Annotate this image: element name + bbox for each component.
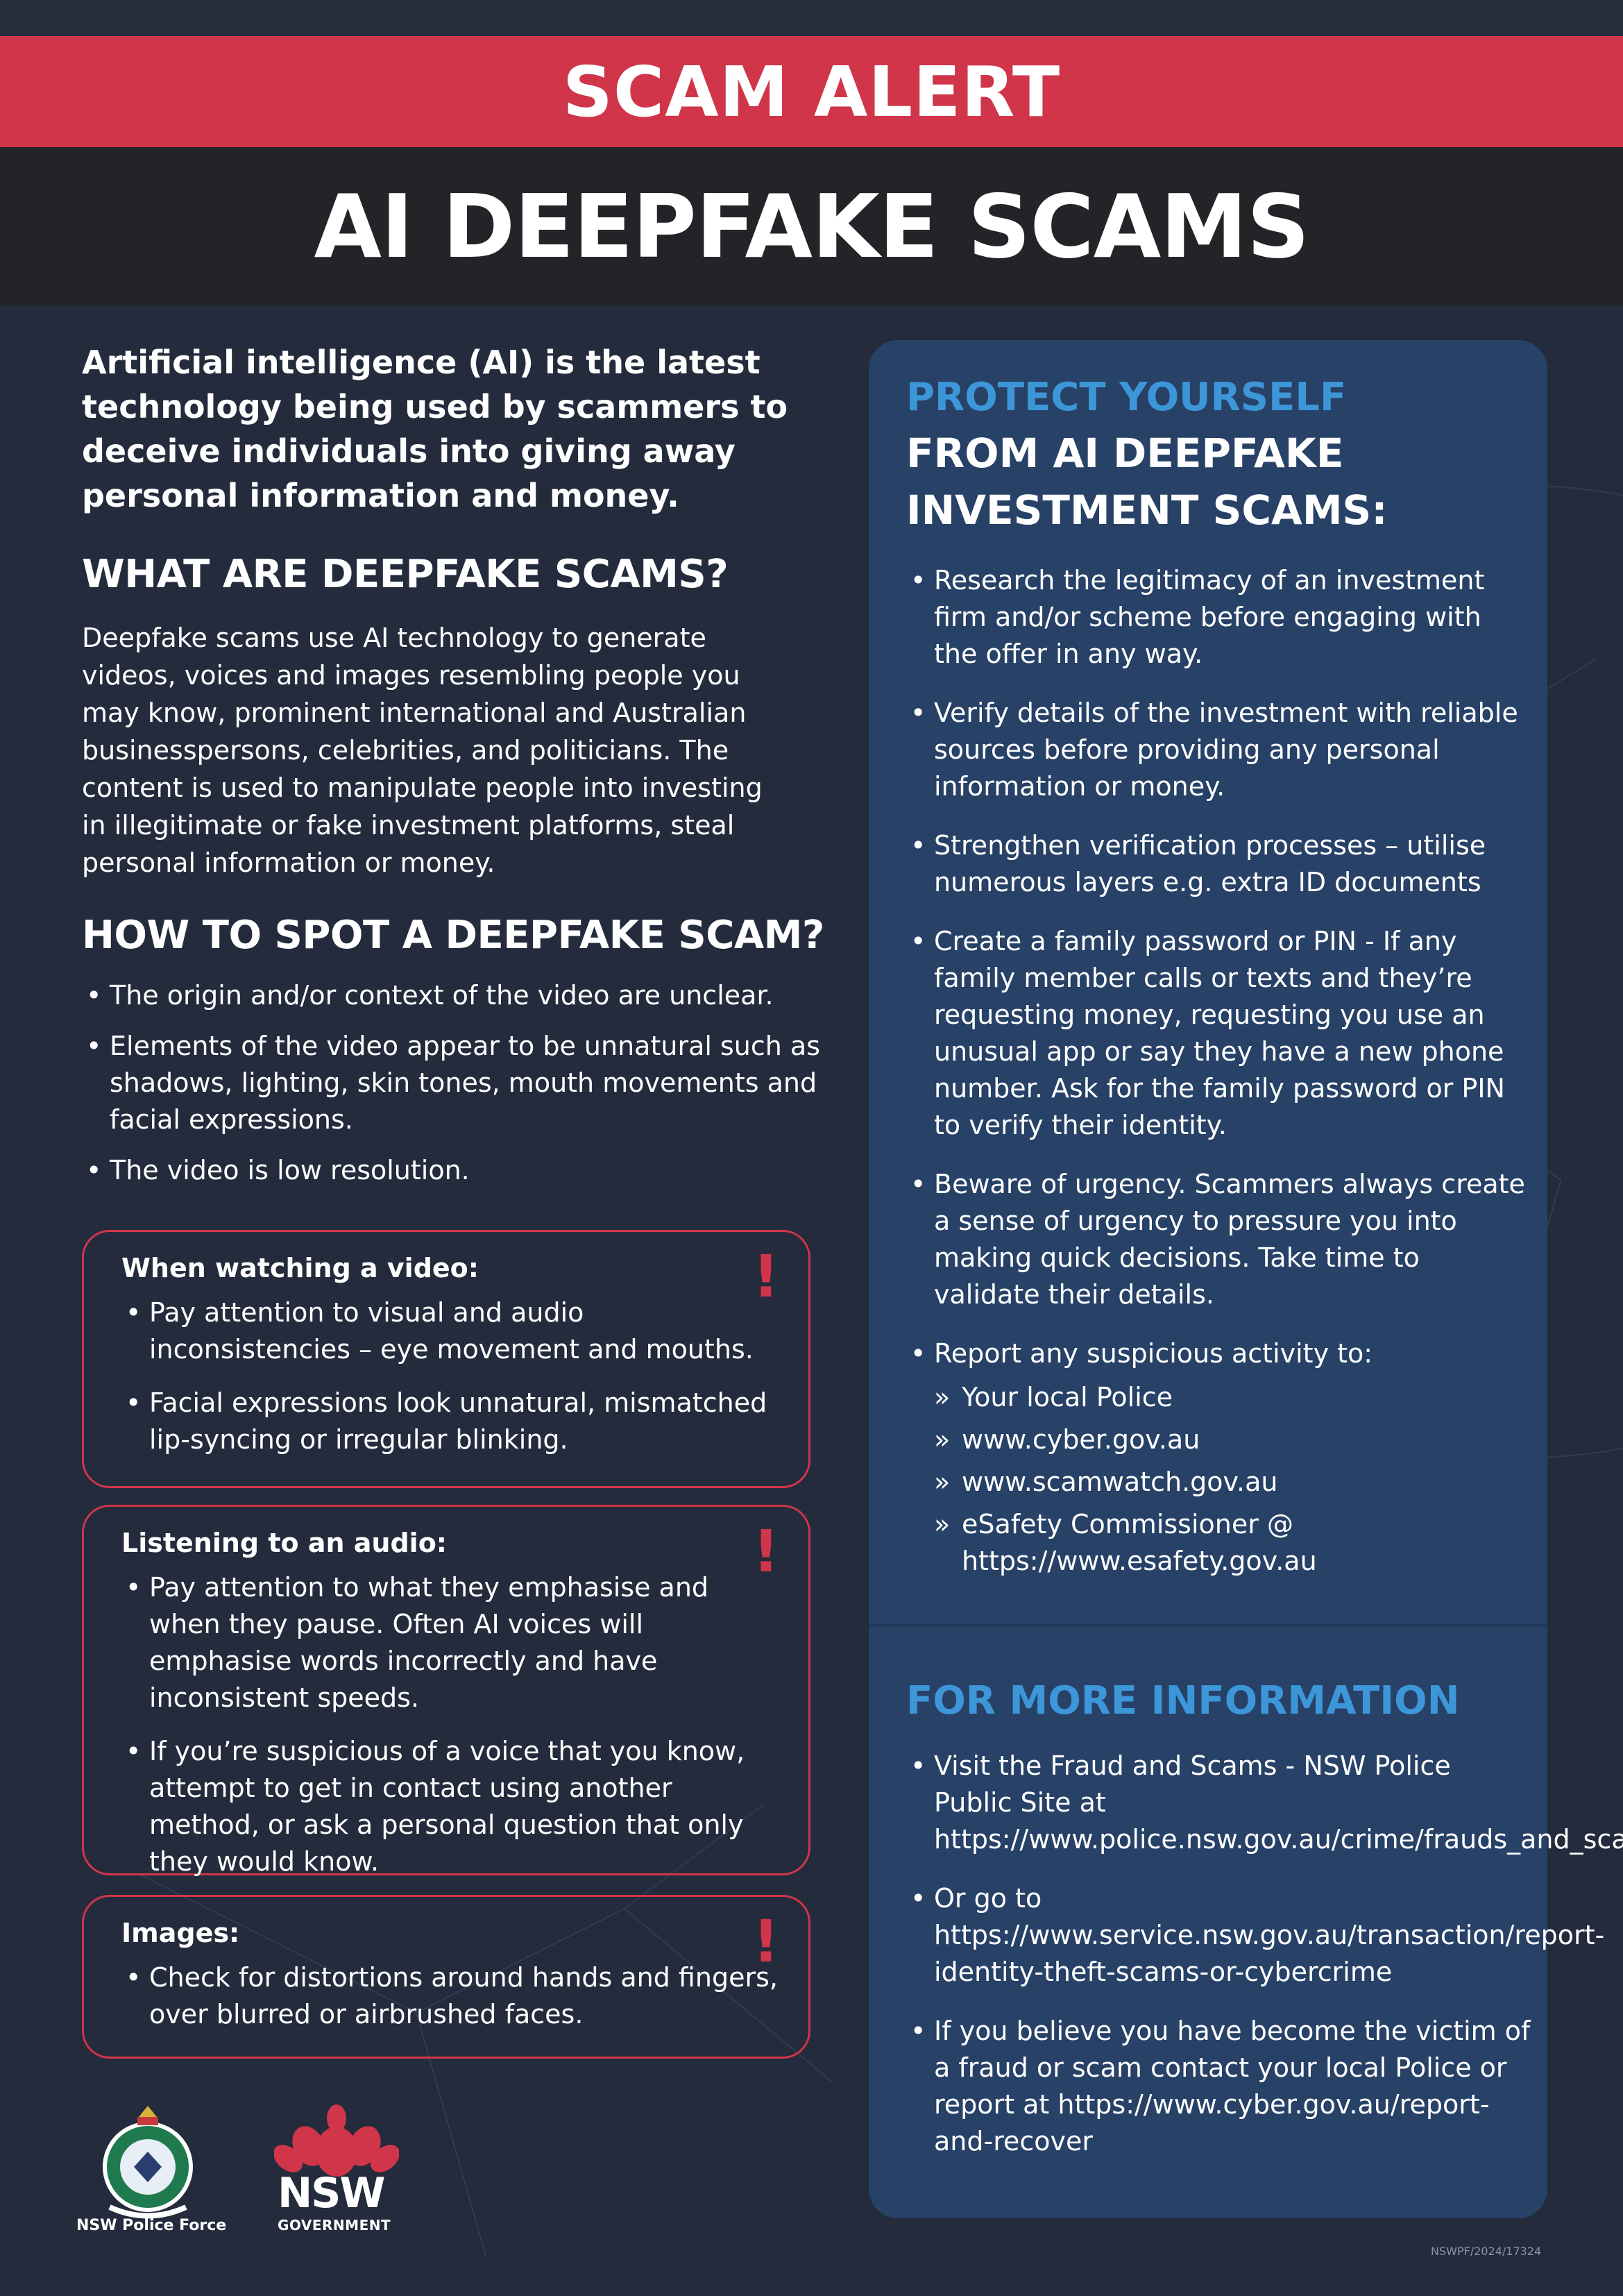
- images-alert-title: Images:: [121, 1918, 240, 1948]
- nsw-logo-text: NSW: [278, 2169, 386, 2218]
- list-item: Pay attention to what they emphasise and…: [121, 1569, 788, 1716]
- page-title: AI DEEPFAKE SCAMS: [314, 175, 1310, 278]
- report-list: Your local Police www.cyber.gov.au www.s…: [934, 1379, 1531, 1580]
- list-item: Check for distortions around hands and f…: [121, 1959, 788, 2033]
- nsw-police-badge-icon: [103, 2106, 193, 2219]
- more-info-list: Visit the Fraud and Scams - NSW Police P…: [906, 1748, 1623, 2182]
- waratah-flower-icon: [274, 2104, 399, 2177]
- what-body: Deepfake scams use AI technology to gene…: [82, 623, 763, 878]
- list-item: Beware of urgency. Scammers always creat…: [906, 1166, 1531, 1313]
- report-local-police: Your local Police: [934, 1379, 1531, 1416]
- list-item: The origin and/or context of the video a…: [82, 977, 831, 1014]
- scam-alert-banner: SCAM ALERT: [0, 36, 1623, 147]
- police-logo-label: NSW Police Force: [76, 2217, 227, 2234]
- protect-list: Research the legitimacy of an investment…: [906, 562, 1531, 1602]
- panel-divider: [869, 1624, 1547, 1627]
- document-code: NSWPF/2024/17324: [1431, 2245, 1542, 2258]
- report-link-cyber[interactable]: www.cyber.gov.au: [934, 1421, 1531, 1458]
- what-heading: WHAT ARE DEEPFAKE SCAMS?: [82, 552, 729, 597]
- more-info-link-police[interactable]: Visit the Fraud and Scams - NSW Police P…: [906, 1748, 1623, 1858]
- scam-alert-label: SCAM ALERT: [562, 51, 1061, 133]
- audio-alert-title: Listening to an audio:: [121, 1528, 448, 1558]
- intro-text: Artificial intelligence (AI) is the late…: [82, 344, 788, 514]
- more-info-link-service[interactable]: Or go to https://www.service.nsw.gov.au/…: [906, 1880, 1604, 1991]
- top-strip: [0, 0, 1623, 36]
- spot-list: The origin and/or context of the video a…: [82, 977, 831, 1203]
- list-item: The video is low resolution.: [82, 1152, 831, 1189]
- title-banner: AI DEEPFAKE SCAMS: [0, 147, 1623, 305]
- protect-heading-white: FROM AI DEEPFAKE INVESTMENT SCAMS:: [906, 430, 1388, 534]
- images-alert-box: ! Images: Check for distortions around h…: [82, 1895, 810, 2059]
- video-alert-box: ! When watching a video: Pay attention t…: [82, 1230, 810, 1488]
- report-item: Report any suspicious activity to: Your …: [906, 1335, 1531, 1580]
- list-item: Create a family password or PIN - If any…: [906, 923, 1531, 1144]
- more-info-link-cyber[interactable]: If you believe you have become the victi…: [906, 2013, 1531, 2160]
- list-item: Pay attention to visual and audio incons…: [121, 1294, 788, 1368]
- spot-heading: HOW TO SPOT A DEEPFAKE SCAM?: [82, 913, 824, 958]
- more-info-heading: FOR MORE INFORMATION: [906, 1678, 1460, 1723]
- list-item: Strengthen verification processes – util…: [906, 827, 1531, 901]
- list-item: Elements of the video appear to be unnat…: [82, 1028, 831, 1138]
- list-item: Verify details of the investment with re…: [906, 695, 1531, 805]
- list-item: Facial expressions look unnatural, misma…: [121, 1385, 788, 1458]
- report-link-esafety[interactable]: eSafety Commissioner @ https://www.esafe…: [934, 1506, 1531, 1580]
- list-item: If you’re suspicious of a voice that you…: [121, 1733, 788, 1880]
- list-item: Research the legitimacy of an investment…: [906, 562, 1531, 673]
- government-logo-text: GOVERNMENT: [278, 2217, 391, 2234]
- report-link-scamwatch[interactable]: www.scamwatch.gov.au: [934, 1464, 1531, 1501]
- report-label: Report any suspicious activity to:: [934, 1338, 1373, 1369]
- protect-heading-blue: PROTECT YOURSELF: [906, 375, 1347, 420]
- video-alert-title: When watching a video:: [121, 1253, 479, 1283]
- audio-alert-box: ! Listening to an audio: Pay attention t…: [82, 1505, 810, 1877]
